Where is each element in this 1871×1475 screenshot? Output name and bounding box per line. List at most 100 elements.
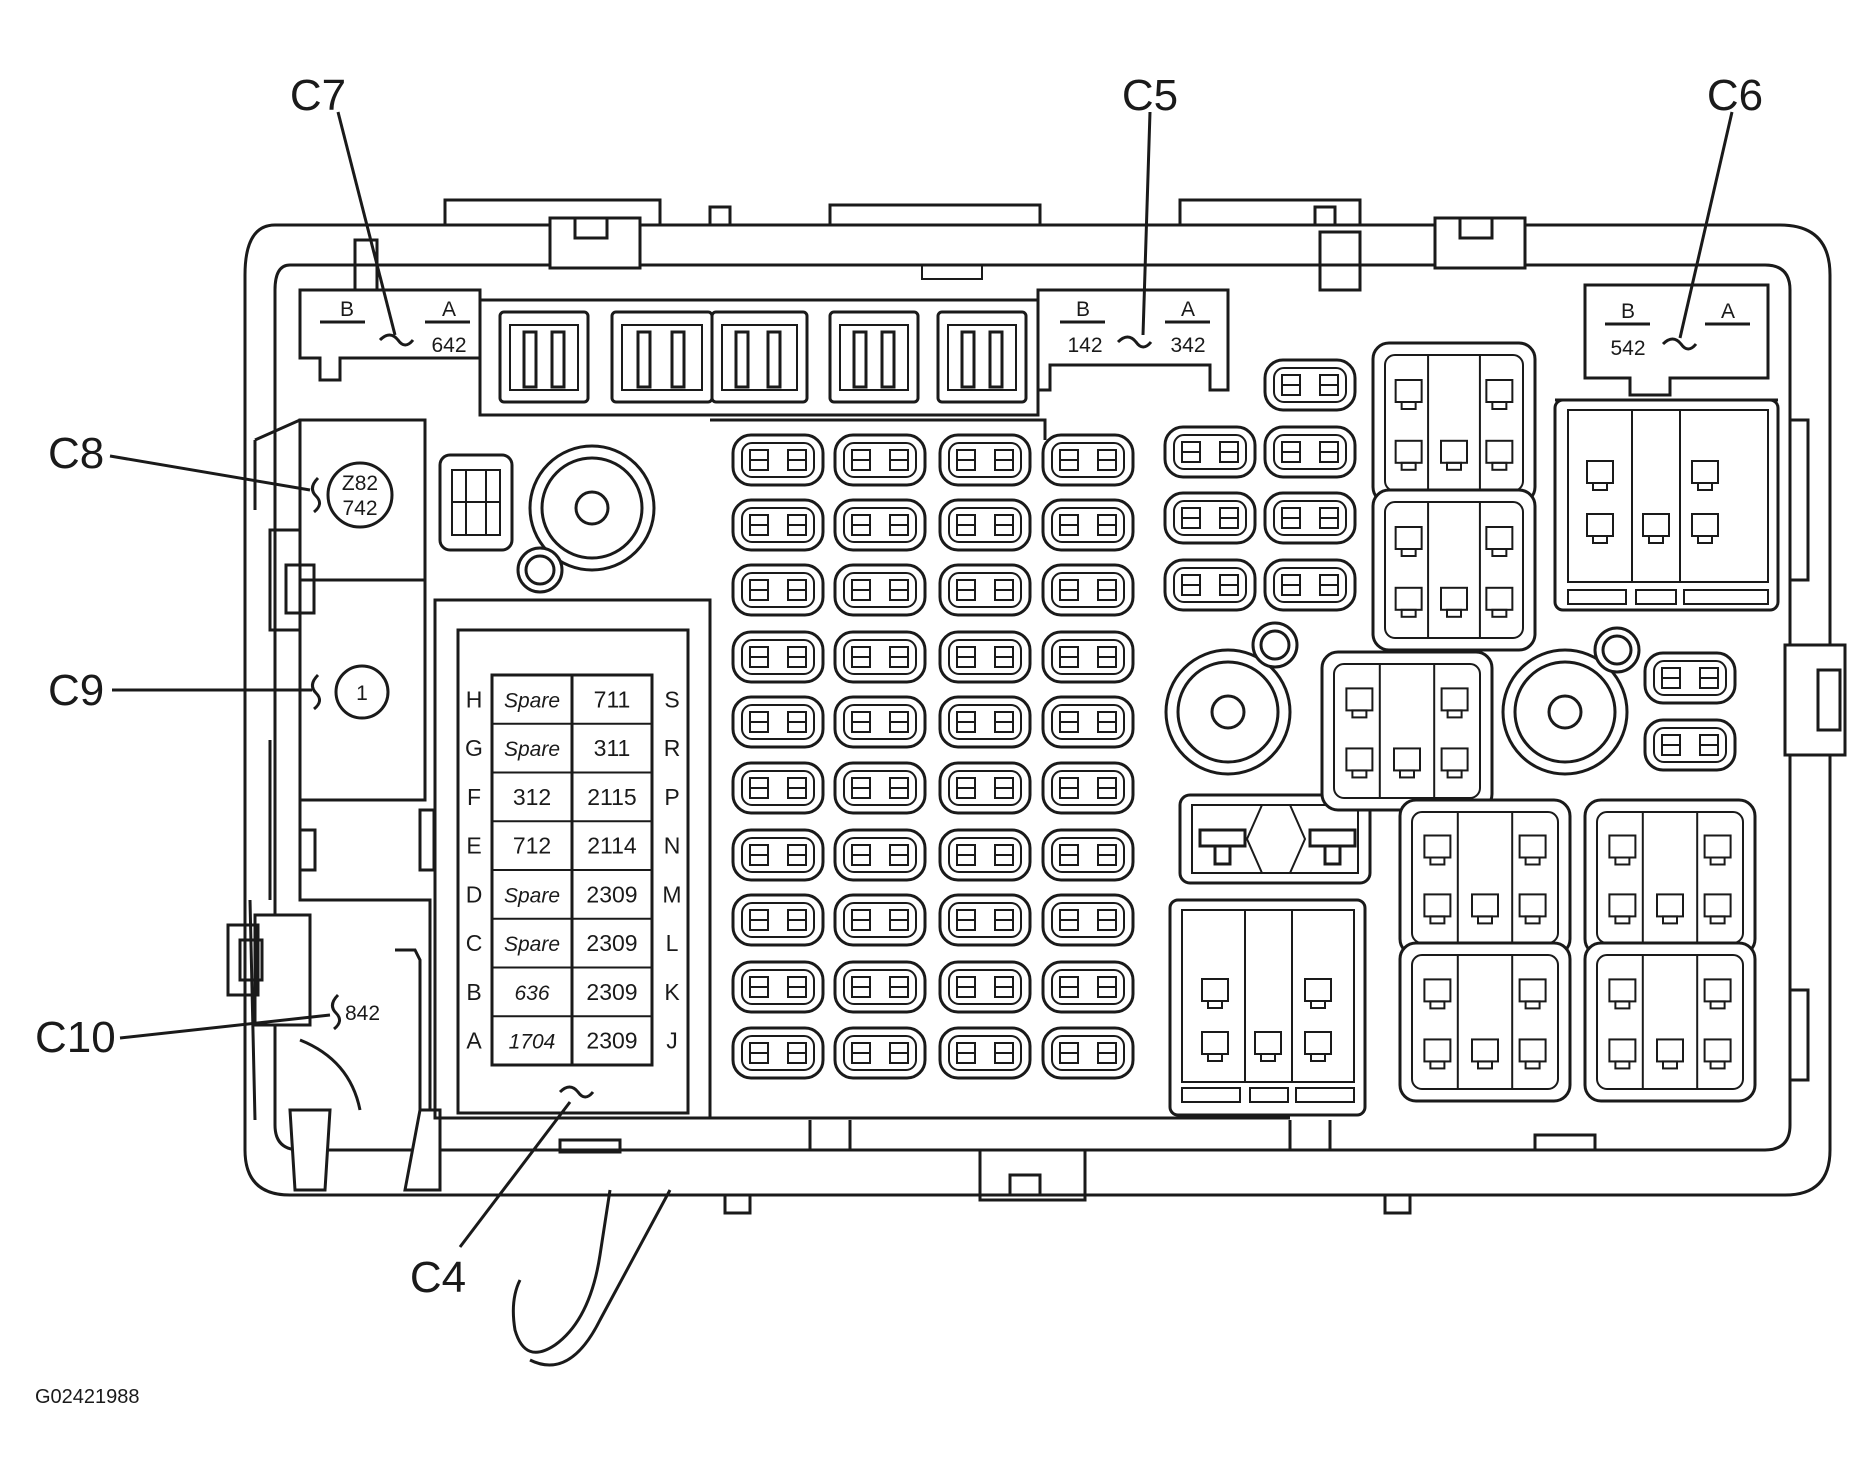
relay-socket — [1320, 650, 1494, 812]
c4-right-pin-letter: S — [664, 686, 679, 712]
mini-fuse-socket — [833, 433, 927, 487]
c10-842-label: 842 — [345, 1002, 380, 1025]
callout-labels: C7 C5 C6 C8 C9 C10 C4 G02421988 — [35, 71, 1763, 1408]
c8-z82-label: Z82 — [342, 472, 378, 495]
relay-socket — [1398, 798, 1572, 957]
connector-c6: B A 542 — [1583, 283, 1770, 397]
c4-left-circuit: Spare — [504, 884, 560, 907]
maxi-fuse-socket — [828, 310, 920, 404]
c4-left-circuit: 1704 — [509, 1031, 556, 1054]
c4-left-circuit: 712 — [513, 833, 551, 859]
c4-right-circuit: 711 — [594, 686, 631, 712]
c4-left-pin-letter: E — [466, 833, 481, 859]
c4-left-circuit: 636 — [514, 982, 549, 1005]
c4-left-pin-letter: A — [466, 1028, 482, 1054]
callout-c9: C9 — [48, 666, 104, 715]
maxi-fuse-socket — [610, 310, 714, 404]
mini-fuse-socket — [833, 563, 927, 617]
mini-fuse-socket — [833, 498, 927, 552]
mini-fuse-socket — [731, 695, 825, 749]
mini-fuse-socket — [1643, 718, 1737, 772]
mini-fuse-socket — [833, 828, 927, 882]
c4-right-pin-letter: L — [666, 930, 679, 956]
relay-socket — [1583, 798, 1757, 957]
mini-fuse-socket — [1263, 425, 1357, 479]
mini-fuse-socket — [731, 563, 825, 617]
c4-right-circuit: 2309 — [586, 1028, 637, 1054]
mini-fuse-socket — [938, 893, 1032, 947]
mini-fuse-socket — [731, 893, 825, 947]
mini-fuse-socket — [731, 960, 825, 1014]
c4-right-pin-letter: J — [666, 1028, 678, 1054]
mini-fuse-socket — [833, 695, 927, 749]
c4-right-circuit: 2309 — [586, 881, 637, 907]
figure-id: G02421988 — [35, 1386, 140, 1408]
c4-right-pin-letter: P — [664, 784, 679, 810]
top-maxi-fuse-row — [478, 298, 1040, 417]
c5-b-label: B — [1076, 298, 1090, 321]
c9-pin-label: 1 — [356, 682, 368, 705]
mini-fuse-socket — [938, 761, 1032, 815]
mini-fuse-socket — [833, 761, 927, 815]
relay-socket — [1583, 941, 1757, 1103]
c4-right-pin-letter: K — [664, 979, 680, 1005]
relay-sockets — [1168, 341, 1780, 1117]
connector-c10: 842 — [331, 993, 380, 1031]
callout-c5: C5 — [1122, 71, 1178, 120]
mini-fuse-socket — [1041, 433, 1135, 487]
callout-c7: C7 — [290, 71, 346, 120]
callout-c6: C6 — [1707, 71, 1763, 120]
mini-fuse-socket — [833, 893, 927, 947]
mini-fuse-socket — [1163, 425, 1257, 479]
mini-fuse-socket — [1263, 558, 1357, 612]
mini-fuse-grid — [708, 358, 1737, 1120]
c5-b-number: 142 — [1067, 334, 1102, 357]
c4-right-circuit: 311 — [594, 735, 631, 761]
c8-742-label: 742 — [342, 497, 377, 520]
c4-right-circuit: 2115 — [587, 784, 636, 810]
c4-left-circuit: Spare — [504, 933, 560, 956]
c4-left-pin-letter: D — [466, 881, 483, 907]
c4-right-pin-letter: M — [662, 881, 681, 907]
right-stud-posts — [1164, 621, 1641, 776]
mini-fuse-socket — [938, 433, 1032, 487]
mini-fuse-socket — [1041, 695, 1135, 749]
mini-fuse-socket — [1263, 358, 1357, 412]
mini-fuse-socket — [1041, 563, 1135, 617]
mini-fuse-socket — [938, 630, 1032, 684]
mini-fuse-socket — [1041, 1026, 1135, 1080]
c4-left-circuit: 312 — [513, 784, 551, 810]
c5-a-number: 342 — [1170, 334, 1205, 357]
c5-a-label: A — [1181, 298, 1195, 321]
mini-fuse-socket — [938, 695, 1032, 749]
mini-fuse-socket — [1041, 960, 1135, 1014]
mini-fuse-socket — [1643, 651, 1737, 705]
mini-fuse-socket — [731, 498, 825, 552]
c4-left-pin-letter: B — [466, 979, 481, 1005]
c4-left-pin-letter: H — [466, 686, 483, 712]
mini-fuse-socket — [731, 828, 825, 882]
left-relay-section — [248, 418, 432, 1121]
mini-fuse-socket — [938, 1026, 1032, 1080]
c4-right-circuit: 2309 — [586, 979, 637, 1005]
c4-left-circuit: Spare — [504, 738, 560, 761]
c6-b-label: B — [1621, 300, 1635, 323]
c7-b-label: B — [340, 298, 354, 321]
mini-fuse-socket — [833, 630, 927, 684]
mini-fuse-socket — [938, 960, 1032, 1014]
callout-leaders — [109, 111, 1734, 1248]
mini-fuse-socket — [731, 630, 825, 684]
c4-right-circuit: 2114 — [587, 833, 637, 859]
callout-c10: C10 — [35, 1013, 116, 1062]
mini-fuse-socket — [731, 1026, 825, 1080]
mini-fuse-socket — [731, 433, 825, 487]
mini-fuse-socket — [1041, 630, 1135, 684]
mini-fuse-socket — [833, 1026, 927, 1080]
fuse-block-housing — [226, 198, 1847, 1367]
mini-fuse-socket — [1041, 498, 1135, 552]
mini-fuse-socket — [1163, 558, 1257, 612]
maxi-fuse-socket — [936, 310, 1028, 404]
mini-fuse-socket — [731, 761, 825, 815]
